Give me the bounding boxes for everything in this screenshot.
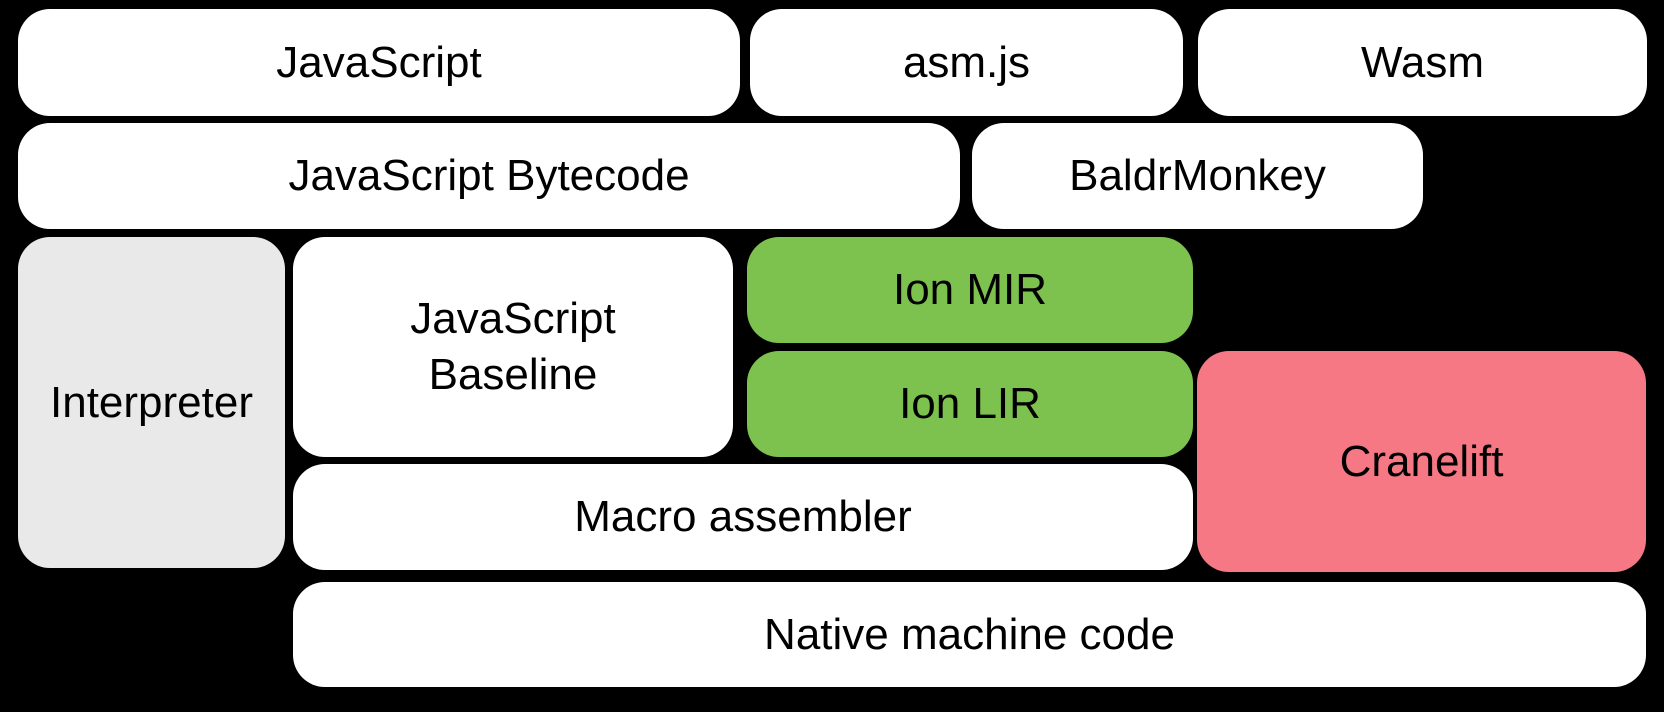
box-interpreter: Interpreter (18, 237, 285, 568)
box-ion-mir: Ion MIR (747, 237, 1193, 343)
box-macro-assembler-label: Macro assembler (574, 492, 912, 542)
box-baldrmonkey: BaldrMonkey (972, 123, 1423, 229)
box-baldrmonkey-label: BaldrMonkey (1069, 151, 1326, 201)
box-ion-lir-label: Ion LIR (899, 379, 1041, 429)
box-asmjs-label: asm.js (902, 37, 1031, 87)
box-wasm: Wasm (1198, 9, 1647, 116)
box-javascript-label: JavaScript (276, 37, 482, 87)
box-native-machine-code-label: Native machine code (764, 609, 1175, 659)
box-javascript-bytecode-label: JavaScript Bytecode (288, 151, 690, 201)
box-native-machine-code: Native machine code (293, 582, 1646, 687)
box-macro-assembler: Macro assembler (293, 464, 1193, 570)
box-ion-lir: Ion LIR (747, 351, 1193, 457)
box-cranelift-label: Cranelift (1339, 436, 1504, 486)
box-javascript-bytecode: JavaScript Bytecode (18, 123, 960, 229)
box-asmjs: asm.js (750, 9, 1183, 116)
box-cranelift: Cranelift (1197, 351, 1646, 572)
box-javascript-baseline: JavaScript Baseline (293, 237, 733, 457)
box-javascript-baseline-label: JavaScript Baseline (410, 294, 616, 399)
box-ion-mir-label: Ion MIR (892, 265, 1048, 315)
box-javascript: JavaScript (18, 9, 740, 116)
box-wasm-label: Wasm (1360, 37, 1485, 87)
box-interpreter-label: Interpreter (50, 377, 253, 427)
